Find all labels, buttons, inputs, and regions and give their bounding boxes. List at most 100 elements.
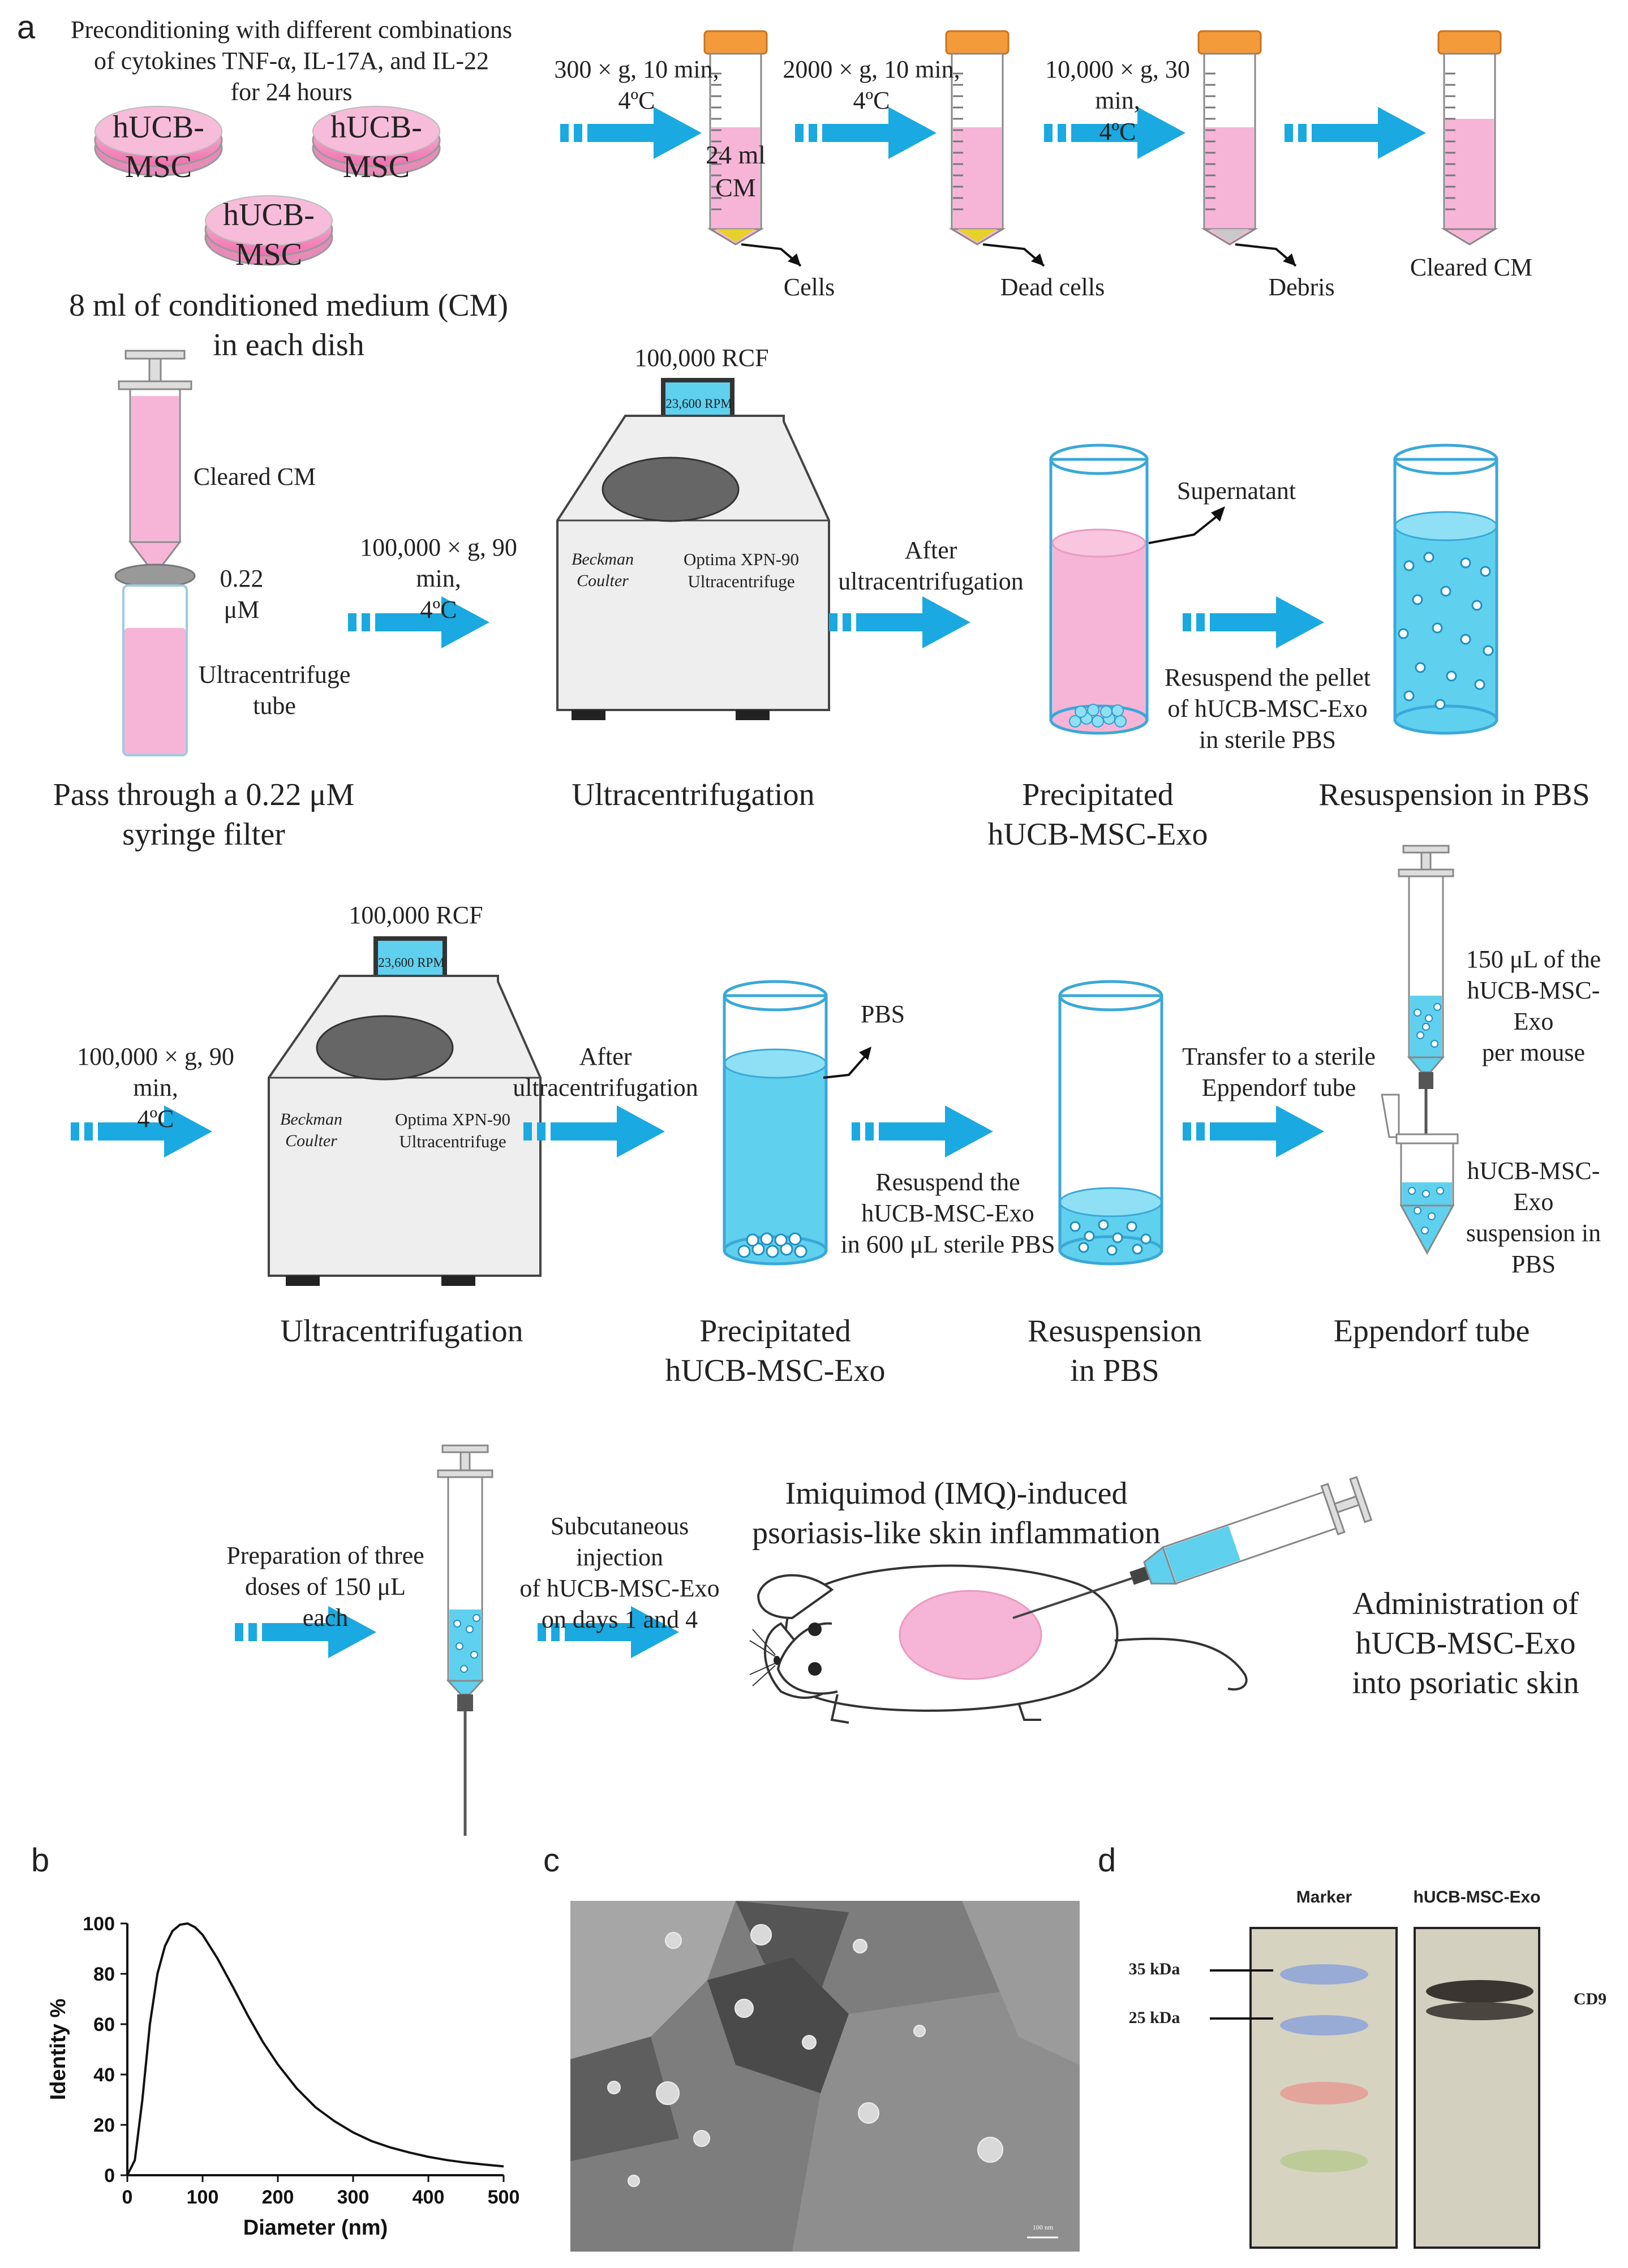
- step1-label: 300 × g, 10 min, 4ºC: [554, 55, 719, 114]
- rcf-label-2: 100,000 RCF: [349, 901, 483, 929]
- suspension-note: hUCB-MSC-Exo suspension in PBS: [1466, 1157, 1601, 1278]
- panel-label-c: c: [543, 1842, 560, 1879]
- syringe-with-filter: [114, 350, 196, 615]
- resuspension-tube-row2: [1393, 444, 1498, 735]
- rpm-label-1: 23,600 RPM: [665, 397, 732, 411]
- culture-dishes: [94, 106, 441, 266]
- uc2-caption: Ultracentrifugation: [280, 1314, 523, 1349]
- rpm-label-2: 23,600 RPM: [378, 956, 445, 970]
- uc1-step-label: 100,000 × g, 90 min, 4ºC: [360, 533, 517, 623]
- y-tick-label-5: 100: [83, 1913, 115, 1935]
- x-tick-label-1: 100: [187, 2187, 219, 2208]
- eppendorf-tube: [1381, 1094, 1459, 1255]
- tube1-content: 24 ml CM: [705, 140, 766, 202]
- precip-caption-row3: Precipitated hUCB-MSC-Exo: [665, 1314, 886, 1388]
- uc1-caption: Ultracentrifugation: [572, 777, 815, 812]
- transfer-label: Transfer to a sterile Eppendorf tube: [1182, 1043, 1376, 1101]
- blot-cd9: CD9: [1573, 1990, 1607, 2008]
- dish-1: [94, 106, 223, 177]
- pass-caption: Pass through a 0.22 μM syringe filter: [53, 777, 355, 852]
- ultracentrifuge-1: [556, 378, 830, 720]
- blot-sample-header: hUCB-MSC-Exo: [1413, 1888, 1541, 1907]
- falcon-tube-3: [1197, 30, 1262, 246]
- output-debris: Debris: [1268, 273, 1335, 301]
- arrow-after-uc2: [523, 1105, 665, 1157]
- brand-label-2: Beckman Coulter: [280, 1110, 342, 1150]
- ultracentrifuge-tube: [122, 584, 188, 756]
- ultratube-label: Ultracentrifuge tube: [198, 661, 351, 720]
- y-tick-label-4: 80: [93, 1964, 115, 1985]
- output-cleared-cm: Cleared CM: [1410, 253, 1533, 281]
- after-uc1-label: After ultracentrifugation: [838, 536, 1024, 595]
- panel-label-a: a: [17, 9, 36, 46]
- output-dead-cells: Dead cells: [1000, 273, 1105, 301]
- pointer-arrows-row1: [741, 243, 1297, 267]
- dish-label-2: hUCB-MSC: [330, 110, 422, 184]
- ultracentrifuge-2: [268, 936, 542, 1286]
- syringe-three-doses: [437, 1444, 493, 1836]
- syringe-cm-label: Cleared CM: [193, 463, 316, 490]
- rcf-label-1: 100,000 RCF: [634, 344, 769, 372]
- y-tick-label-2: 40: [93, 2064, 115, 2086]
- dish-label-3: hUCB-MSC: [223, 197, 315, 272]
- x-tick-label-2: 200: [262, 2187, 294, 2208]
- imq-label: Imiquimod (IMQ)-induced psoriasis-like s…: [752, 1476, 1161, 1551]
- arrow-transfer: [1183, 1105, 1324, 1157]
- step2-label: 2000 × g, 10 min, 4ºC: [783, 55, 960, 114]
- x-tick-label-3: 300: [337, 2187, 370, 2208]
- pbs-label: PBS: [860, 1000, 905, 1028]
- blot-25kda: 25 kDa: [1128, 2008, 1180, 2027]
- inject-label: Subcutaneous injection of hUCB-MSC-Exo o…: [519, 1512, 720, 1633]
- after-uc2-label: After ultracentrifugation: [513, 1043, 698, 1101]
- step3-label: 10,000 × g, 30 min, 4ºC: [1045, 55, 1190, 145]
- resusp-caption-row3: Resuspension in PBS: [1028, 1314, 1202, 1388]
- precip-caption-row2: Precipitated hUCB-MSC-Exo: [987, 777, 1208, 852]
- panel-label-d: d: [1098, 1842, 1116, 1879]
- uc2-step-label: 100,000 × g, 90 min, 4ºC: [77, 1043, 234, 1133]
- x-tick-label-0: 0: [122, 2187, 133, 2208]
- panel-label-b: b: [31, 1842, 50, 1879]
- y-tick-label-1: 20: [93, 2115, 115, 2136]
- arrow-resuspend-row2: [1183, 596, 1324, 648]
- prep-label: Preparation of three doses of 150 μL eac…: [226, 1542, 424, 1632]
- resuspension-tube-row3: [1058, 980, 1163, 1266]
- admin-label: Administration of hUCB-MSC-Exo into psor…: [1352, 1586, 1579, 1701]
- brand-label-1: Beckman Coulter: [572, 550, 634, 590]
- model-label-1: Optima XPN-90 Ultracentrifuge: [683, 549, 800, 591]
- western-blot: [1210, 1927, 1540, 2249]
- y-tick-label-0: 0: [104, 2165, 115, 2187]
- injection-syringe: [1012, 1475, 1373, 1619]
- arrow-after-uc1: [829, 596, 970, 648]
- output-cells: Cells: [783, 273, 835, 301]
- sem-image: [570, 1901, 1080, 2252]
- x-axis-label: Diameter (nm): [243, 2216, 388, 2240]
- distribution-curve: [126, 1922, 504, 2176]
- blot-35kda: 35 kDa: [1128, 1960, 1180, 1978]
- sem-scale-label: 100 nm: [1032, 2223, 1054, 2231]
- dish-label-1: hUCB-MSC: [113, 110, 204, 184]
- arrow-resuspend-row3: [852, 1105, 993, 1157]
- falcon-tube-4: [1437, 30, 1502, 246]
- precipitate-tube-row2: [1049, 444, 1149, 735]
- dose-note: 150 μL of the hUCB-MSC-Exo per mouse: [1466, 945, 1601, 1066]
- resuspend-note-row2: Resuspend the pellet of hUCB-MSC-Exo in …: [1164, 664, 1371, 754]
- dish-2: [312, 106, 441, 177]
- supernatant-label: Supernatant: [1176, 477, 1296, 505]
- x-tick-label-4: 400: [413, 2187, 445, 2208]
- arrow-step4: [1285, 107, 1426, 159]
- resusp-caption-row2: Resuspension in PBS: [1318, 777, 1590, 812]
- resuspend-note-row3: Resuspend the hUCB-MSC-Exo in 600 μL ste…: [840, 1168, 1055, 1258]
- model-label-2: Optima XPN-90 Ultracentrifuge: [394, 1109, 511, 1151]
- y-tick-label-3: 60: [93, 2014, 115, 2035]
- eppendorf-caption: Eppendorf tube: [1333, 1314, 1530, 1349]
- filter-size-label: 0.22 μM: [220, 565, 264, 623]
- blot-marker-header: Marker: [1296, 1888, 1352, 1907]
- y-axis-label: Identity %: [46, 1999, 70, 2100]
- mouse: [749, 1564, 1248, 1724]
- precipitate-tube-row3: [723, 980, 828, 1266]
- precondition-text: Preconditioning with different combinati…: [70, 16, 513, 106]
- falcon-tube-2: [945, 30, 1010, 246]
- dish-3: [204, 195, 333, 266]
